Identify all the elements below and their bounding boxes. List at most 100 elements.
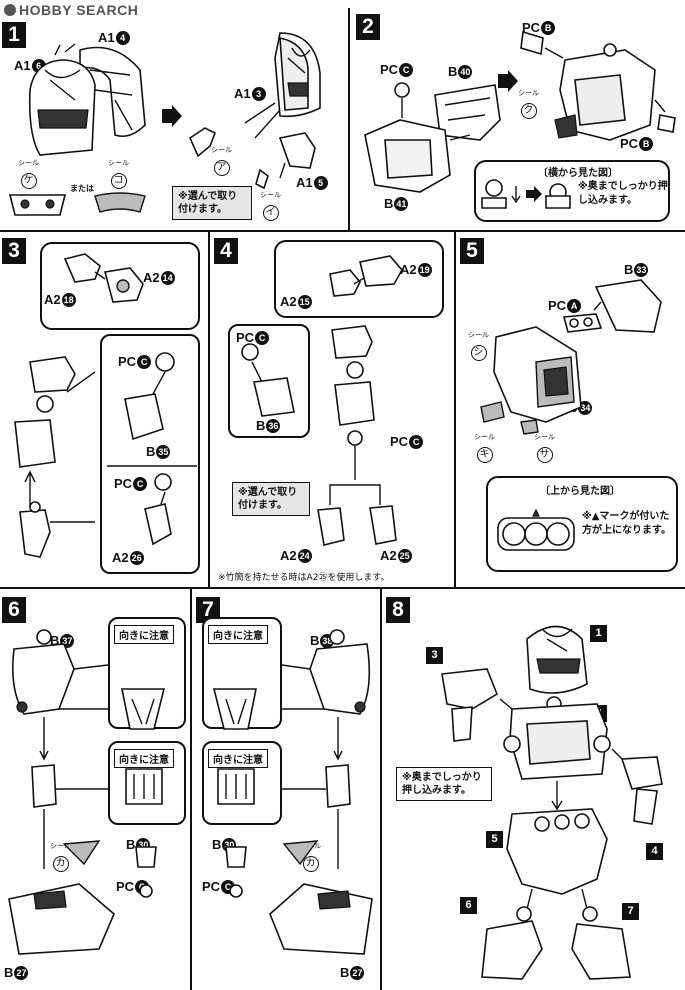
note-choose: ※選んで取り付けます。 (172, 186, 252, 220)
leg-assembly-drawing (8, 629, 166, 955)
caution-label: 向きに注意 (208, 625, 268, 644)
note-mark: ※▲マークが付いた方が上になります。 (582, 511, 671, 536)
seal-ki: シールキ (474, 432, 495, 463)
note-choose: ※選んで取り付けます。 (232, 482, 310, 516)
divider (380, 589, 382, 990)
side-view-callout (474, 160, 670, 222)
head-assembly-drawing (188, 32, 321, 190)
full-assembly-drawing (441, 625, 663, 980)
note-push: ※奥までしっかり押し込みます。 (578, 181, 668, 206)
joint-parts-drawing (329, 255, 403, 297)
step-8-panel: 8 1 2 3 4 5 6 7 ※奥までしっかり押し込みます。 (382, 589, 685, 990)
step-number: 2 (356, 14, 380, 40)
callout-title: 〔上から見た図〕 (540, 486, 620, 497)
ref-step-7: 7 (622, 903, 639, 920)
seal-sa: シールサ (534, 432, 555, 463)
divider (0, 230, 685, 232)
step-number: 5 (460, 238, 484, 264)
step-number: 4 (214, 238, 238, 264)
step-number: 8 (386, 597, 410, 623)
leg-assembly-drawing (212, 629, 373, 955)
seal-ko: シールコ (108, 158, 129, 189)
step-number: 6 (2, 597, 26, 623)
ref-step-6: 6 (460, 897, 477, 914)
torso-assembly-drawing (520, 30, 676, 141)
brand-logo: HOBBY SEARCH (4, 2, 138, 18)
helmet-parts-drawing (28, 43, 146, 156)
torso-parts-drawing (364, 82, 501, 193)
header: HOBBY SEARCH (0, 0, 685, 22)
seal-a: シールア (211, 145, 232, 176)
seal-ke: シールケ (18, 158, 39, 189)
divider (208, 232, 210, 587)
callout-title: 〔横から見た図〕 (538, 168, 618, 179)
ref-step-3: 3 (426, 647, 443, 664)
visor-seals-drawing (8, 192, 146, 216)
seal-i: シールイ (260, 190, 281, 221)
divider (0, 587, 685, 589)
divider (348, 8, 350, 230)
hand-parts-drawing (241, 343, 295, 417)
ref-step-4: 4 (646, 843, 663, 860)
divider (454, 232, 456, 587)
or-text: または (70, 184, 94, 193)
top-view-drawing (497, 508, 575, 551)
divider (190, 589, 192, 990)
step-number: 1 (2, 22, 26, 48)
side-view-drawing (481, 179, 571, 209)
arrow-icon (162, 105, 182, 127)
caution-label: 向きに注意 (114, 625, 174, 644)
caution-label: 向きに注意 (208, 749, 268, 768)
hand-parts-drawing (107, 352, 197, 546)
waist-assembly-drawing (480, 279, 662, 435)
ref-step-5: 5 (486, 831, 503, 848)
seal-shi: シールシ (468, 330, 489, 361)
step-number: 3 (2, 238, 26, 264)
brand-icon (4, 4, 16, 16)
joint-parts-drawing (63, 253, 144, 303)
caution-label: 向きに注意 (114, 749, 174, 768)
note-push: ※奥までしっかり押し込みます。 (396, 767, 492, 801)
arm-assembly-drawing (14, 356, 96, 558)
arm-assembly-drawing (317, 325, 397, 546)
footnote: ※竹簡を持たせる時はA2㉕を使用します。 (218, 573, 390, 583)
seal-ku: シールク (518, 88, 539, 119)
top-view-callout (486, 476, 678, 572)
seal-ka: シールカ (50, 841, 71, 872)
ref-step-1: 1 (590, 625, 607, 642)
arrow-icon (498, 70, 518, 92)
